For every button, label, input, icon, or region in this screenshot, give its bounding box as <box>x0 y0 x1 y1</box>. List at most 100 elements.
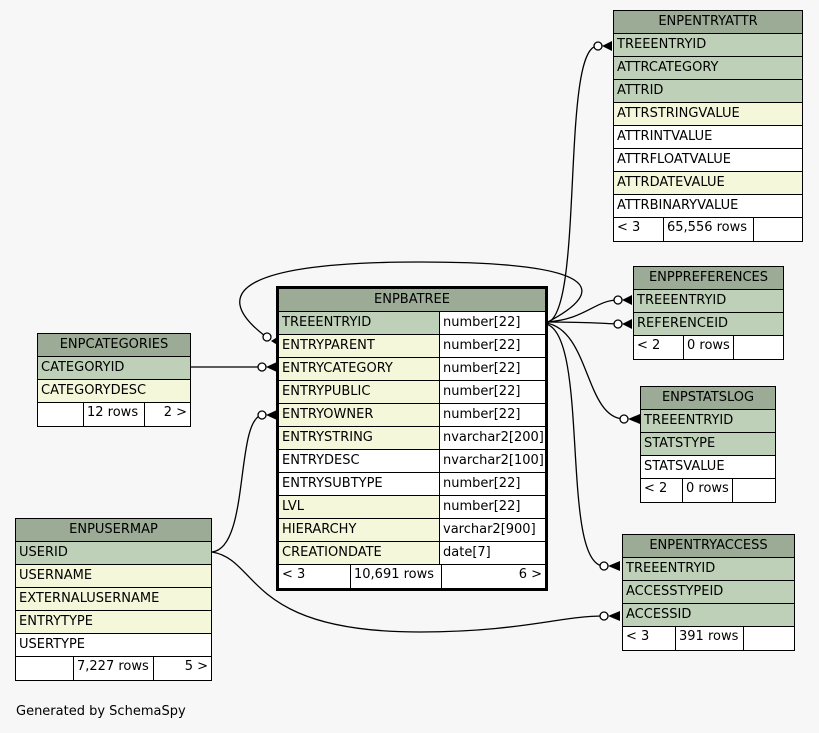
parents-link[interactable]: < 3 <box>279 565 351 588</box>
children-link[interactable]: 5 > <box>184 659 208 674</box>
column-name: ATTRCATEGORY <box>614 57 802 79</box>
parents-link[interactable] <box>38 403 84 426</box>
column-name: USERTYPE <box>16 634 211 656</box>
edge-end-arrow <box>622 319 632 329</box>
table-header[interactable]: ENPSTATSLOG <box>641 387 775 410</box>
table-header[interactable]: ENPPREFERENCES <box>634 267 783 290</box>
column-type: number[22] <box>439 335 545 357</box>
column-name: EXTERNALUSERNAME <box>16 588 211 610</box>
generated-by-label: Generated by SchemaSpy <box>16 704 186 719</box>
table-row[interactable]: TREEENTRYID <box>614 34 802 57</box>
table-row[interactable]: ATTRFLOATVALUE <box>614 149 802 172</box>
children-link[interactable] <box>744 627 794 650</box>
table-footer: 7,227 rows 5 > <box>16 657 211 680</box>
table-row[interactable]: TREEENTRYID <box>641 410 775 433</box>
parents-link[interactable] <box>16 657 74 680</box>
edge-end-circle <box>613 319 623 329</box>
edge-enpstatslog <box>545 322 625 420</box>
column-name: STATSTYPE <box>641 433 775 455</box>
table-row[interactable]: EXTERNALUSERNAME <box>16 588 211 611</box>
children-link[interactable]: 6 > <box>518 567 542 582</box>
table-row[interactable]: ATTRINTVALUE <box>614 126 802 149</box>
edge-end-arrow <box>608 561 620 571</box>
column-name: HIERARCHY <box>279 519 439 541</box>
column-name: STATSVALUE <box>641 456 775 478</box>
column-name: ENTRYOWNER <box>279 404 439 426</box>
parents-link[interactable]: < 3 <box>614 218 664 241</box>
table-row[interactable]: TREEENTRYID <box>623 558 794 581</box>
table-row[interactable]: USERNAME <box>16 565 211 588</box>
column-name: USERID <box>16 542 211 564</box>
column-type: number[22] <box>439 496 545 518</box>
table-row[interactable]: ATTRBINARYVALUE <box>614 195 802 218</box>
column-name: TREEENTRYID <box>623 558 794 580</box>
table-row[interactable]: ATTRID <box>614 80 802 103</box>
table-row[interactable]: CATEGORYDESC <box>38 380 190 403</box>
column-name: ATTRSTRINGVALUE <box>614 103 802 125</box>
table-header[interactable]: ENPUSERMAP <box>16 519 211 542</box>
edge-end-arrow <box>266 362 277 372</box>
table-row[interactable]: USERTYPE <box>16 634 211 657</box>
table-row[interactable]: ATTRSTRINGVALUE <box>614 103 802 126</box>
column-name: TREEENTRYID <box>614 34 802 56</box>
row-count: 65,556 rows <box>664 218 754 241</box>
table-row[interactable]: ATTRCATEGORY <box>614 57 802 80</box>
children-link[interactable] <box>734 336 783 359</box>
table-row[interactable]: TREEENTRYID <box>634 290 783 313</box>
column-name: ENTRYSTRING <box>279 427 439 449</box>
parents-link[interactable]: < 2 <box>634 336 684 359</box>
edge-end-arrow <box>266 410 277 420</box>
table-row[interactable]: ACCESSTYPEID <box>623 581 794 604</box>
column-type: number[22] <box>439 312 545 334</box>
table-row[interactable]: USERID <box>16 542 211 565</box>
table-row[interactable]: STATSVALUE <box>641 456 775 479</box>
column-name: ATTRBINARYVALUE <box>614 195 802 217</box>
column-name: ENTRYCATEGORY <box>279 358 439 380</box>
edge-end-circle <box>599 611 609 621</box>
column-name: TREEENTRYID <box>279 312 439 334</box>
table-row[interactable]: CATEGORYID <box>38 357 190 380</box>
children-link[interactable] <box>754 218 802 241</box>
column-type: number[22] <box>439 473 545 495</box>
table-header[interactable]: ENPCATEGORIES <box>38 334 190 357</box>
table-header[interactable]: ENPENTRYATTR <box>614 11 802 34</box>
parents-link[interactable]: < 3 <box>623 627 676 650</box>
column-name: CREATIONDATE <box>279 542 439 564</box>
table-row[interactable]: ENTRYTYPE <box>16 611 211 634</box>
table-row[interactable]: ACCESSID <box>623 604 794 627</box>
edge-end-circle <box>593 41 603 51</box>
column-type: date[7] <box>439 542 545 564</box>
column-name: ATTRFLOATVALUE <box>614 149 802 171</box>
column-name: ATTRINTVALUE <box>614 126 802 148</box>
table-row[interactable]: STATSTYPE <box>641 433 775 456</box>
children-link[interactable] <box>733 479 775 502</box>
row-count: 7,227 rows <box>74 657 154 680</box>
children-link[interactable]: 2 > <box>163 405 187 420</box>
table-header[interactable]: ENPENTRYACCESS <box>623 535 794 558</box>
column-name: ENTRYPARENT <box>279 335 439 357</box>
parents-link[interactable]: < 2 <box>641 479 683 502</box>
table-header[interactable]: ENPBATREE <box>279 289 545 312</box>
table-row[interactable]: ATTRDATEVALUE <box>614 172 802 195</box>
table-row[interactable]: REFERENCEID <box>634 313 783 336</box>
